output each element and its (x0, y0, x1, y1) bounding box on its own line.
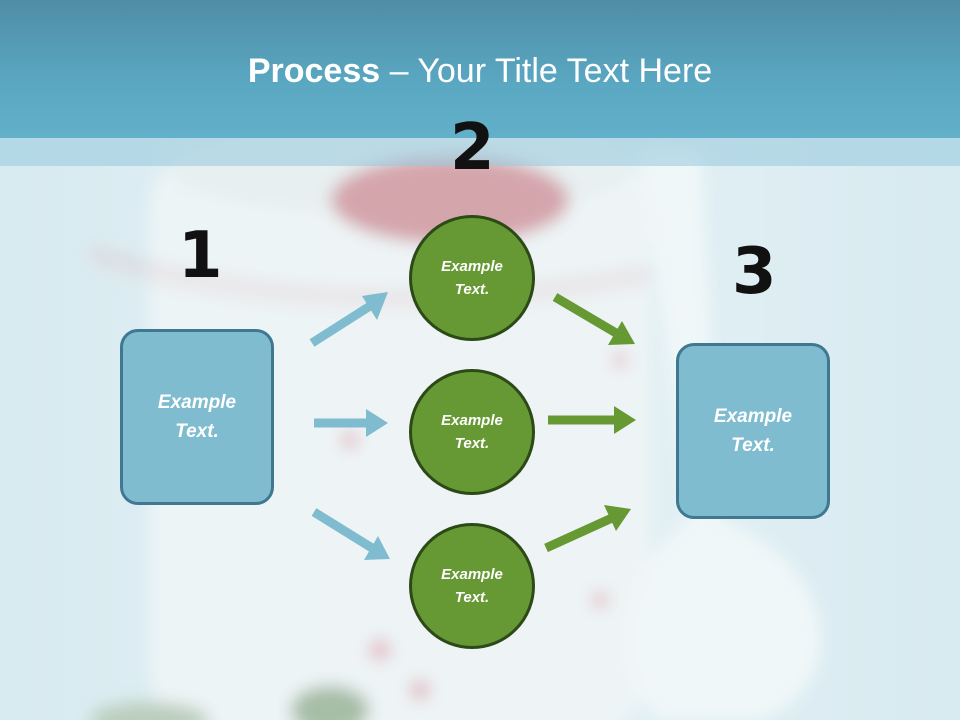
right-box-text: Example Text. (713, 406, 793, 456)
step-number-3: 3 (732, 235, 777, 309)
green-arrow-middle (548, 406, 636, 434)
green-arrow-up (544, 505, 631, 553)
circle-middle: Example Text. (409, 369, 535, 495)
circle-bottom-text: Example Text. (441, 566, 503, 606)
title-bar (0, 0, 960, 138)
left-box-text: Example Text. (157, 392, 237, 442)
blue-arrow-down (311, 508, 390, 560)
step-number-1: 1 (178, 219, 223, 293)
step-number-2: 2 (450, 111, 495, 185)
title-rest: – Your Title Text Here (380, 52, 713, 90)
slide-title: Process – Your Title Text Here (0, 52, 960, 91)
circle-top-text: Example Text. (441, 258, 503, 298)
title-bold: Process (247, 52, 381, 90)
circle-bottom: Example Text. (409, 523, 535, 649)
circle-top: Example Text. (409, 215, 535, 341)
title-bar-strip (0, 138, 960, 166)
green-arrow-down (552, 293, 635, 345)
right-step-box: Example Text. (676, 343, 830, 519)
blue-arrow-up (309, 292, 388, 347)
circle-middle-text: Example Text. (441, 412, 503, 452)
blue-arrow-middle (314, 409, 388, 437)
left-step-box: Example Text. (120, 329, 274, 505)
